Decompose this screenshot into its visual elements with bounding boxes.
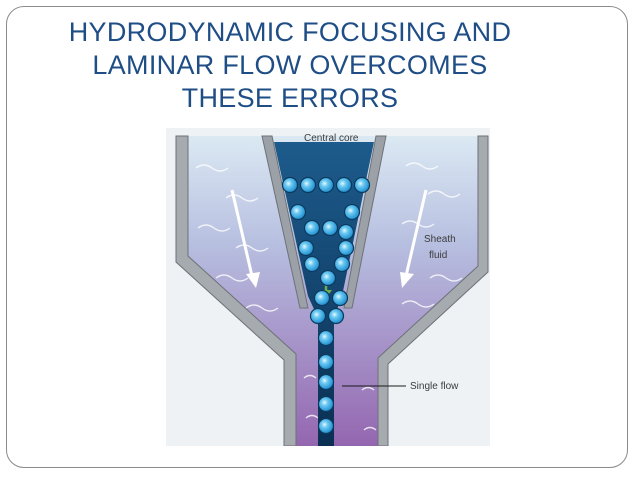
single-flow-label: Single flow: [410, 381, 459, 392]
chamber-right-wall: [377, 135, 489, 446]
chamber-left-wall: [175, 135, 297, 446]
title-line-2: LAMINAR FLOW OVERCOMES: [92, 50, 488, 80]
cell: [299, 176, 317, 194]
injector-right-wall: [343, 135, 387, 309]
sheath-flow-arrow-left: [230, 189, 260, 288]
cell: [321, 219, 339, 237]
cell: [337, 223, 355, 241]
cell: [303, 219, 321, 237]
cell: [313, 289, 331, 307]
cell: [333, 255, 351, 273]
cell: [331, 289, 349, 307]
title-line-1: HYDRODYNAMIC FOCUSING AND: [68, 17, 512, 47]
cell: [317, 353, 335, 371]
cell: [317, 417, 335, 435]
cell: [281, 176, 299, 194]
sheath-fluid-label-line-2: fluid: [429, 250, 447, 261]
cell: [317, 329, 335, 347]
sheath-flow-arrow-right: [400, 189, 428, 288]
cell: [303, 255, 321, 273]
cell: [337, 239, 355, 257]
title-line-3: THESE ERRORS: [181, 83, 399, 113]
cell: [327, 307, 345, 325]
slide-title: HYDRODYNAMIC FOCUSING AND LAMINAR FLOW O…: [30, 16, 550, 115]
central-core-label: Central core: [304, 133, 359, 144]
cell: [297, 239, 315, 257]
injector-left-wall: [261, 135, 309, 309]
cell: [317, 373, 335, 391]
cells: [281, 176, 371, 435]
cell: [317, 395, 335, 413]
cell: [309, 307, 327, 325]
cell: [319, 269, 337, 287]
cell: [335, 176, 353, 194]
hydrodynamic-focusing-diagram: Central core Sheath fluid Single flow: [166, 128, 490, 446]
cell: [343, 203, 361, 221]
cell: [353, 176, 371, 194]
sheath-fluid-label-line-1: Sheath: [424, 234, 456, 245]
fluid-wave-lines: [195, 162, 463, 431]
cell: [317, 176, 335, 194]
flow-chamber-illustration: Central core Sheath fluid Single flow: [166, 128, 490, 446]
cell: [289, 203, 307, 221]
